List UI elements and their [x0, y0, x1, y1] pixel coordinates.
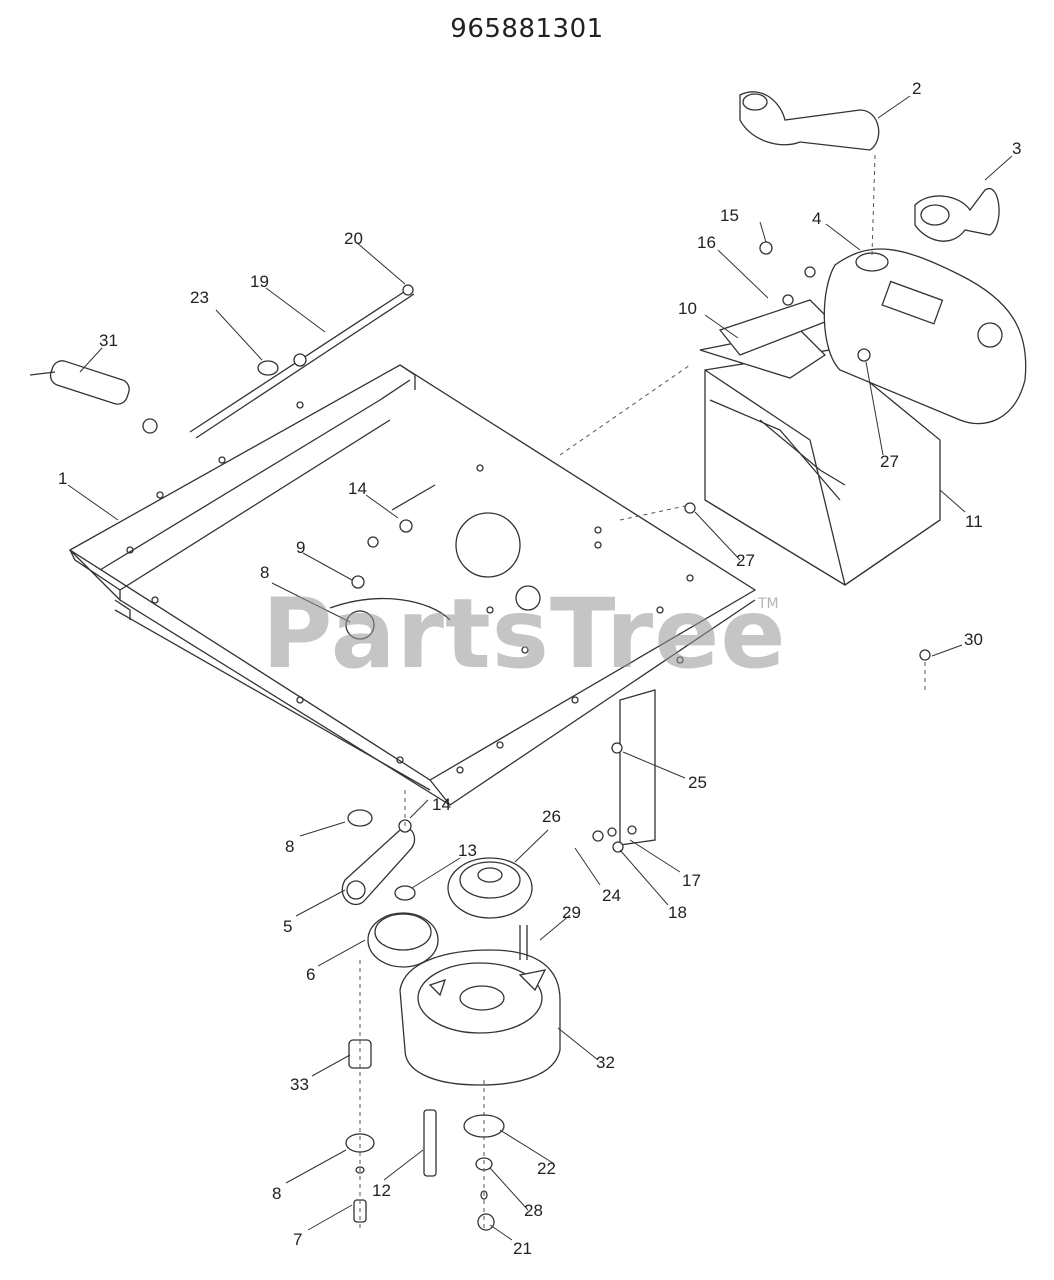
- idler-assembly: [341, 809, 533, 968]
- callout-18: 18: [668, 903, 687, 922]
- watermark-tm: TM: [758, 596, 779, 612]
- callout-14a: 14: [348, 479, 367, 498]
- callout-17: 17: [682, 871, 701, 890]
- frame-plate: [68, 364, 757, 846]
- muffler: [739, 91, 1027, 425]
- callout-8a: 8: [260, 563, 269, 582]
- callout-23: 23: [190, 288, 209, 307]
- callout-12: 12: [372, 1181, 391, 1200]
- callout-3: 3: [1012, 139, 1021, 158]
- callout-24: 24: [602, 886, 621, 905]
- callout-2: 2: [912, 79, 921, 98]
- spring-rod: [29, 284, 415, 439]
- callout-22: 22: [537, 1159, 556, 1178]
- callout-29: 29: [562, 903, 581, 922]
- watermark: PartsTree: [262, 578, 787, 690]
- callout-labels: 1 2 3 4 5 6 7 8 8 8 9 10 11 12 13 14 14 …: [58, 79, 1021, 1258]
- callout-26: 26: [542, 807, 561, 826]
- callout-28: 28: [524, 1201, 543, 1220]
- electric-clutch: [399, 925, 561, 1086]
- callout-21: 21: [513, 1239, 532, 1258]
- callout-8b: 8: [285, 837, 294, 856]
- lower-hardware: [345, 790, 505, 1231]
- callout-13: 13: [458, 841, 477, 860]
- callout-10: 10: [678, 299, 697, 318]
- callout-8c: 8: [272, 1184, 281, 1203]
- callout-32: 32: [596, 1053, 615, 1072]
- bracket-hardware: [351, 241, 931, 853]
- callout-6: 6: [306, 965, 315, 984]
- callout-11: 11: [965, 512, 983, 531]
- callout-33: 33: [290, 1075, 309, 1094]
- callout-15: 15: [720, 206, 739, 225]
- callout-14b: 14: [432, 795, 451, 814]
- callout-7: 7: [293, 1230, 302, 1249]
- diagram-title: 965881301: [450, 14, 604, 44]
- engine-block: [699, 299, 941, 586]
- callout-27b: 27: [736, 551, 755, 570]
- callout-9: 9: [296, 538, 305, 557]
- callout-30: 30: [964, 630, 983, 649]
- callout-1: 1: [58, 469, 67, 488]
- callout-16: 16: [697, 233, 716, 252]
- callout-25: 25: [688, 773, 707, 792]
- callout-4: 4: [812, 209, 821, 228]
- callout-31: 31: [99, 331, 118, 350]
- callout-27a: 27: [880, 452, 899, 471]
- callout-19: 19: [250, 272, 269, 291]
- callout-20: 20: [344, 229, 363, 248]
- leader-lines: [67, 95, 1013, 1241]
- callout-5: 5: [283, 917, 292, 936]
